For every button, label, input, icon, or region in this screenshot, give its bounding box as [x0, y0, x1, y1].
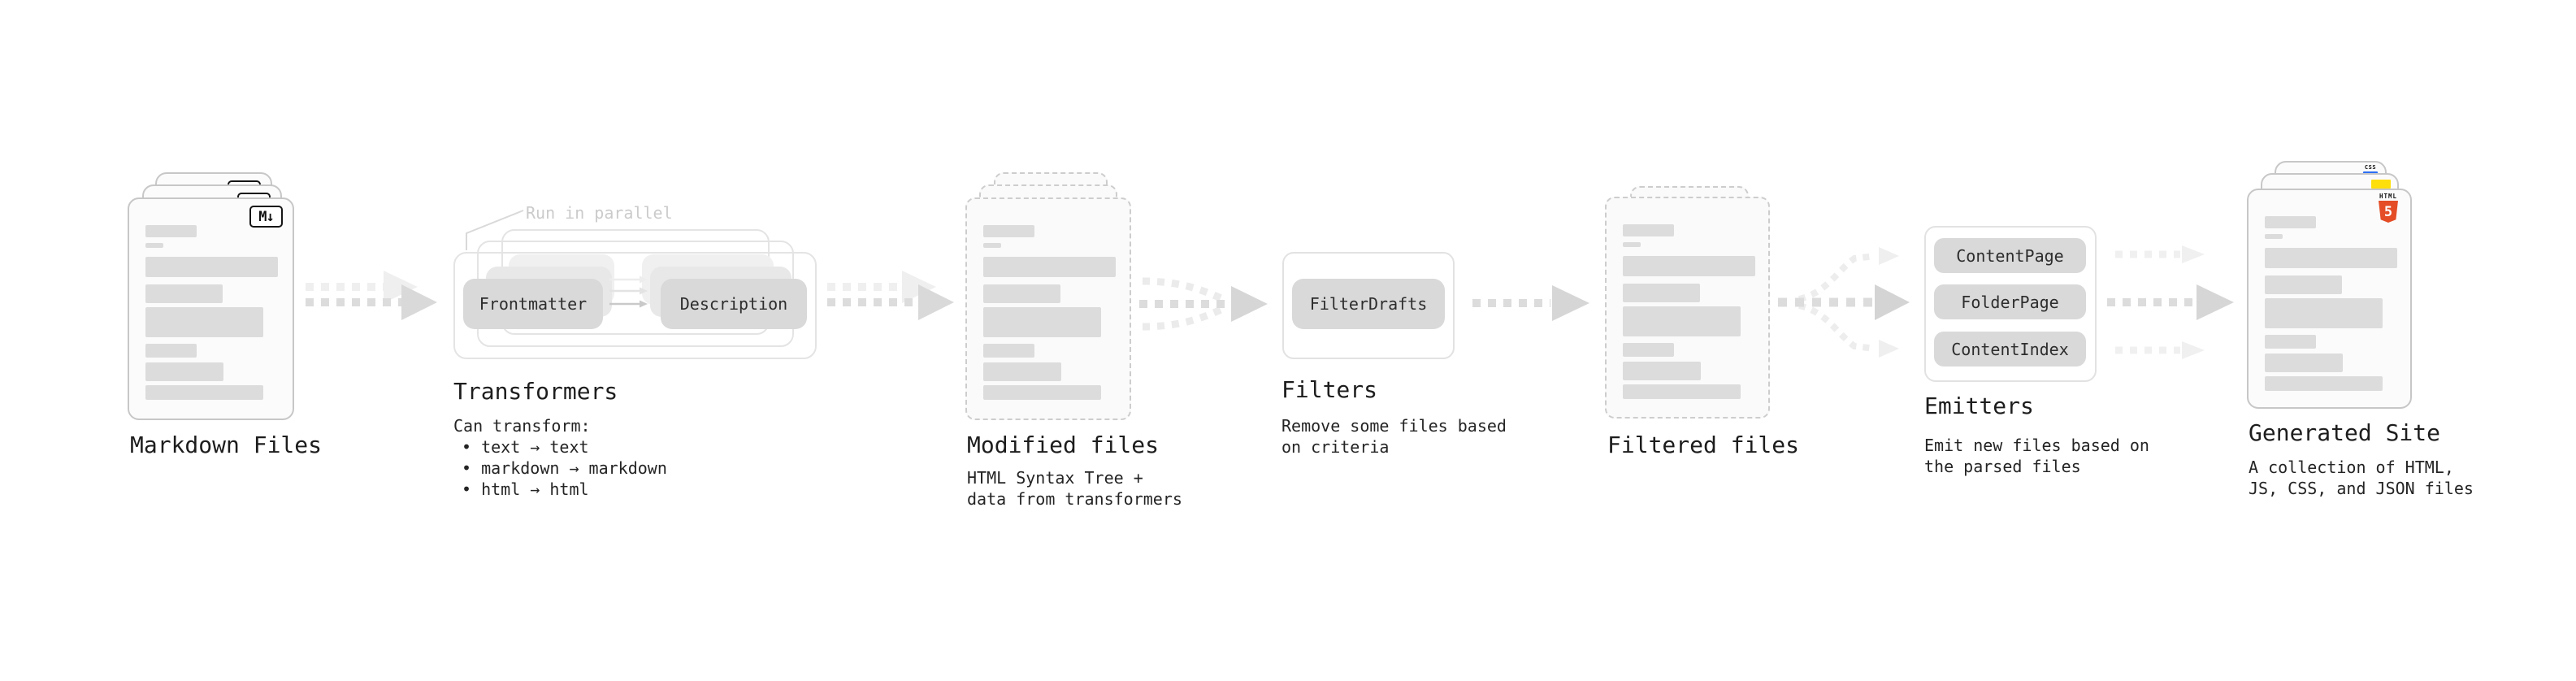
transformers-description: Can transform: • text → text • markdown … — [453, 415, 667, 500]
emitters-desc-line: the parsed files — [1924, 457, 2081, 476]
modified-desc-line: HTML Syntax Tree + — [967, 468, 1143, 488]
run-in-parallel-callout-line — [466, 210, 524, 250]
file-content-lines — [983, 225, 1116, 400]
transformers-desc-bullet: • markdown → markdown — [462, 458, 667, 478]
transformers-desc-bullet: • text → text — [462, 437, 589, 457]
filters-description: Remove some files based on criteria — [1281, 415, 1507, 458]
filtered-file-front — [1605, 197, 1770, 419]
contentindex-pill: ContentIndex — [1934, 332, 2086, 367]
transformers-label: Transformers — [453, 378, 618, 405]
css-icon-text: CSS — [2364, 164, 2377, 171]
generated-desc-line: A collection of HTML, — [2249, 458, 2454, 477]
js-file-icon — [2371, 180, 2391, 189]
filters-desc-line: on criteria — [1281, 437, 1390, 457]
file-content-lines — [2265, 216, 2397, 391]
html5-icon-text: HTML — [2379, 193, 2398, 200]
transformers-desc-bullet: • html → html — [462, 479, 589, 499]
description-pill: Description — [661, 279, 807, 329]
generated-desc-line: JS, CSS, and JSON files — [2249, 479, 2474, 498]
flow-arrow-emitters-to-site — [2107, 245, 2234, 359]
contentpage-pill: ContentPage — [1934, 238, 2086, 273]
filtered-files-label: Filtered files — [1607, 432, 1800, 458]
modified-files-label: Modified files — [967, 432, 1160, 458]
emitters-desc-line: Emit new files based on — [1924, 436, 2149, 455]
modified-file-front — [965, 197, 1131, 420]
file-content-lines — [145, 225, 278, 400]
emitters-label: Emitters — [1924, 393, 2034, 419]
filterdrafts-pill: FilterDrafts — [1292, 279, 1445, 329]
run-in-parallel-annotation: Run in parallel — [526, 203, 673, 223]
flow-arrow-markdown-to-transformers — [306, 271, 437, 320]
transformer-box-front — [453, 252, 817, 359]
filters-label: Filters — [1281, 376, 1378, 403]
frontmatter-pill: Frontmatter — [463, 279, 603, 329]
site-file-html: HTML 5 — [2247, 189, 2412, 409]
html5-icon-number: 5 — [2383, 203, 2393, 220]
emitters-description: Emit new files based on the parsed files — [1924, 435, 2149, 477]
generated-site-label: Generated Site — [2249, 419, 2441, 446]
markdown-files-label: Markdown Files — [130, 432, 323, 458]
filters-desc-line: Remove some files based — [1281, 416, 1507, 436]
flow-arrow-modified-to-filters — [1139, 277, 1268, 331]
html5-icon: HTML 5 — [2378, 193, 2399, 223]
flow-arrow-transformers-to-modified — [827, 271, 954, 320]
flow-arrow-filtered-to-emitters — [1778, 247, 1910, 358]
markdown-icon: M↓ — [249, 206, 283, 228]
modified-files-description: HTML Syntax Tree + data from transformer… — [967, 467, 1182, 510]
folderpage-pill: FolderPage — [1934, 284, 2086, 319]
file-content-lines — [1623, 224, 1755, 399]
html5-icon-shield: 5 — [2379, 201, 2398, 223]
modified-desc-line: data from transformers — [967, 489, 1182, 509]
generated-site-description: A collection of HTML, JS, CSS, and JSON … — [2249, 457, 2474, 499]
flow-arrow-filters-to-filtered — [1472, 285, 1589, 321]
transform-step-arrows — [609, 275, 648, 308]
transformers-desc-intro: Can transform: — [453, 416, 591, 436]
markdown-file-front: M↓ — [128, 197, 294, 420]
